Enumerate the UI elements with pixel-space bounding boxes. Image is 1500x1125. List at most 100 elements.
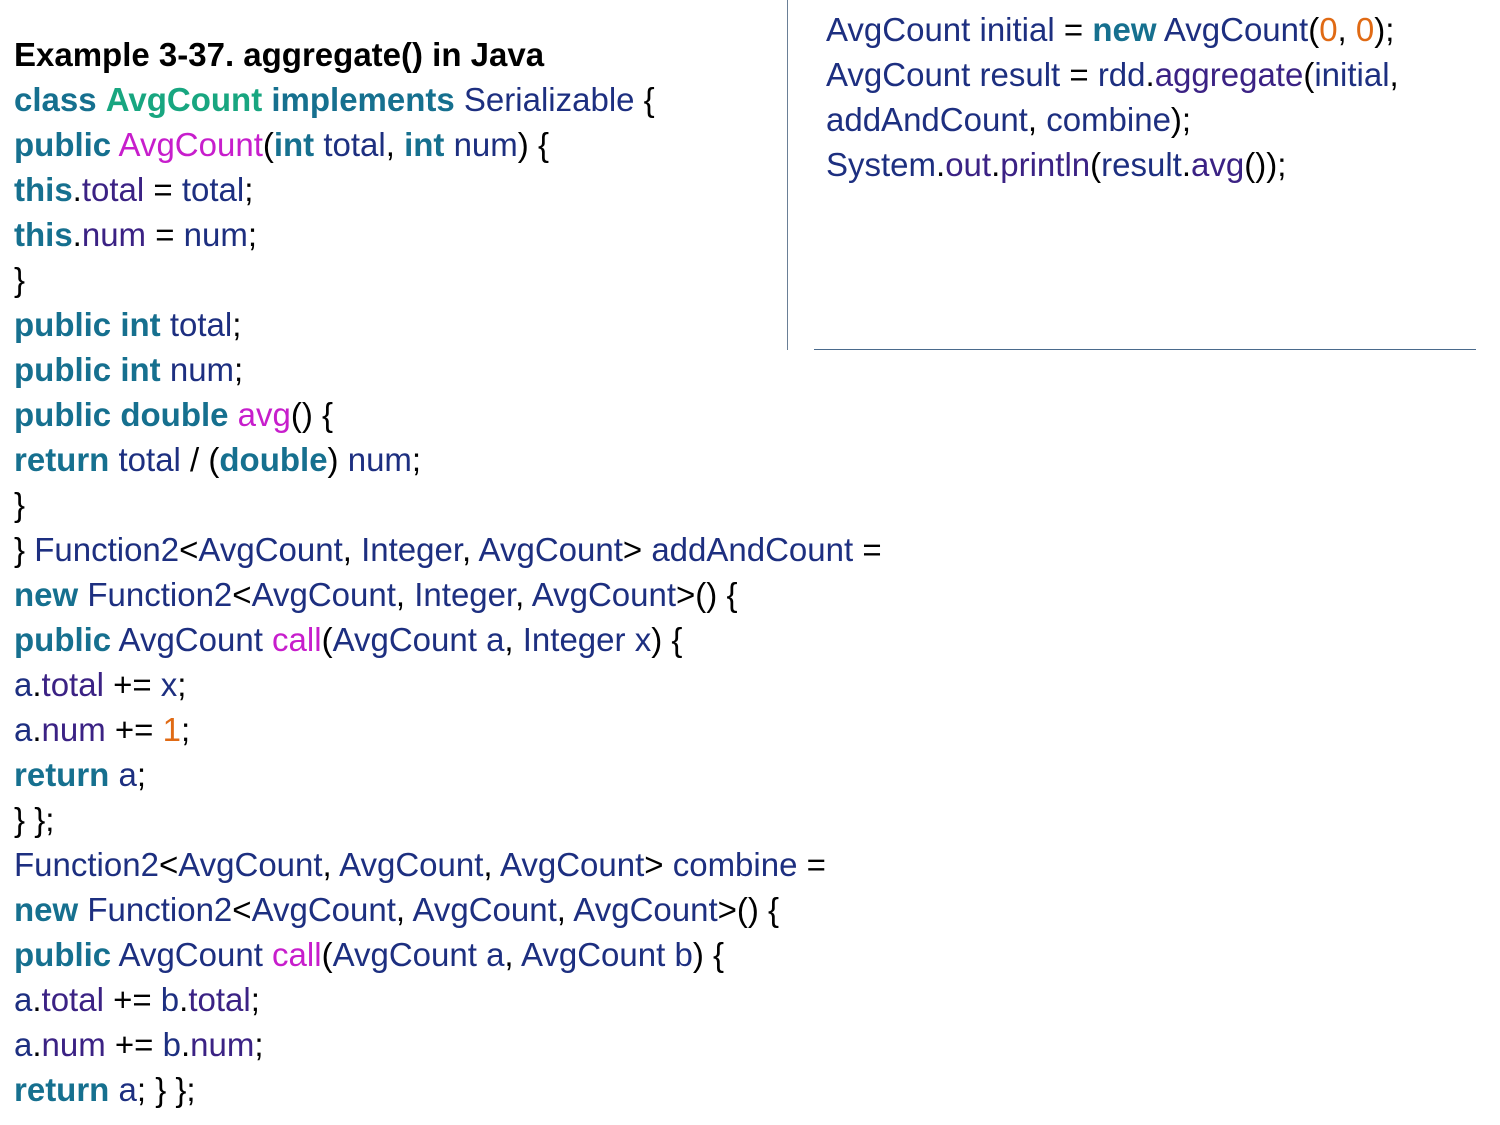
code-token: AvgCount [531, 576, 677, 613]
code-token: = [797, 846, 826, 883]
code-token: new [14, 576, 79, 613]
code-line: return a; [14, 752, 882, 797]
code-token: public [14, 936, 112, 973]
code-token: . [1145, 56, 1155, 93]
code-token: . [32, 711, 42, 748]
code-token: public [14, 126, 112, 163]
horizontal-divider [814, 349, 1476, 350]
code-token: ; [254, 1026, 264, 1063]
code-token: ) { [651, 621, 683, 658]
code-token: a [118, 756, 137, 793]
code-token: AvgCount [105, 81, 263, 118]
code-token: a [14, 666, 33, 703]
code-token: < [232, 576, 252, 613]
code-line: } }; [14, 797, 882, 842]
code-token: , [1337, 11, 1356, 48]
code-token: double [219, 441, 328, 478]
code-line: new Function2<AvgCount, Integer, AvgCoun… [14, 572, 882, 617]
code-token: return [14, 1071, 110, 1108]
code-token: , [515, 576, 532, 613]
code-token: AvgCount [332, 621, 477, 658]
code-token [111, 621, 118, 658]
code-token [262, 81, 271, 118]
code-token: AvgCount [499, 846, 645, 883]
code-token: this [14, 216, 73, 253]
code-token [477, 936, 486, 973]
code-token: , [395, 891, 413, 928]
code-token: Function2 [87, 891, 233, 928]
code-token: 1 [162, 711, 181, 748]
code-token: total [41, 981, 104, 1018]
code-token: result [1101, 146, 1182, 183]
code-token [78, 576, 87, 613]
code-token: , [342, 531, 362, 568]
code-token [109, 756, 118, 793]
code-token: ) { [692, 936, 724, 973]
code-token: call [272, 936, 322, 973]
code-token: new [14, 891, 79, 928]
code-token: = [144, 171, 182, 208]
code-token: call [272, 621, 322, 658]
code-token [970, 11, 979, 48]
code-token: >() { [676, 576, 738, 613]
code-token: ( [1308, 11, 1320, 48]
code-token: < [179, 531, 199, 568]
code-token: avg [1191, 146, 1245, 183]
example-title: Example 3-37. aggregate() in Java [14, 36, 545, 73]
code-line: return total / (double) num; [14, 437, 882, 482]
code-token: > [622, 531, 652, 568]
vertical-divider [787, 0, 788, 350]
code-block-usage: AvgCount initial = new AvgCount(0, 0);Av… [826, 7, 1399, 187]
code-token: ( [1303, 56, 1315, 93]
code-token: < [158, 846, 179, 883]
code-line: AvgCount initial = new AvgCount(0, 0); [826, 7, 1399, 52]
code-token: num [453, 126, 518, 163]
code-token: AvgCount [118, 621, 263, 658]
code-token [263, 936, 272, 973]
code-token: public [14, 306, 112, 343]
code-line: a.num += 1; [14, 707, 882, 752]
code-token: b [162, 1026, 181, 1063]
code-token: addAndCount [826, 101, 1028, 138]
code-line: a.num += b.num; [14, 1022, 882, 1067]
code-token: a [14, 711, 33, 748]
code-line: new Function2<AvgCount, AvgCount, AvgCou… [14, 887, 882, 932]
code-token: . [991, 146, 1001, 183]
code-token: , [322, 846, 340, 883]
code-token: b [674, 936, 693, 973]
code-token [161, 351, 170, 388]
code-token: AvgCount [573, 891, 718, 928]
code-token: num [347, 441, 412, 478]
code-token [111, 351, 120, 388]
code-token: combine [1046, 101, 1171, 138]
code-token: () { [290, 396, 334, 433]
code-token: = [1060, 56, 1098, 93]
code-token: total [188, 981, 251, 1018]
code-token: ; [411, 441, 422, 478]
code-line: a.total += x; [14, 662, 882, 707]
code-token: num [183, 216, 248, 253]
code-token: Function2 [34, 531, 180, 568]
code-token: a [14, 981, 33, 1018]
code-token [97, 81, 106, 118]
code-token: } [14, 531, 35, 568]
code-token: ( [262, 126, 274, 163]
code-token: int [404, 126, 445, 163]
code-line: public AvgCount(int total, int num) { [14, 122, 882, 167]
code-line: System.out.println(result.avg()); [826, 142, 1399, 187]
code-token: num [169, 351, 235, 388]
code-token: result [979, 56, 1061, 93]
code-token: , [395, 576, 415, 613]
code-token: , [385, 126, 405, 163]
code-token: . [32, 1026, 42, 1063]
code-token: / ( [180, 441, 220, 478]
code-line: AvgCount result = rdd.aggregate(initial, [826, 52, 1399, 97]
code-token: rdd [1097, 56, 1146, 93]
code-token: x [634, 621, 652, 658]
code-token: Integer [361, 531, 463, 568]
code-token [229, 396, 238, 433]
code-token: AvgCount [826, 11, 971, 48]
code-token: Function2 [87, 576, 233, 613]
code-token: . [1181, 146, 1192, 183]
code-token: , [462, 531, 479, 568]
